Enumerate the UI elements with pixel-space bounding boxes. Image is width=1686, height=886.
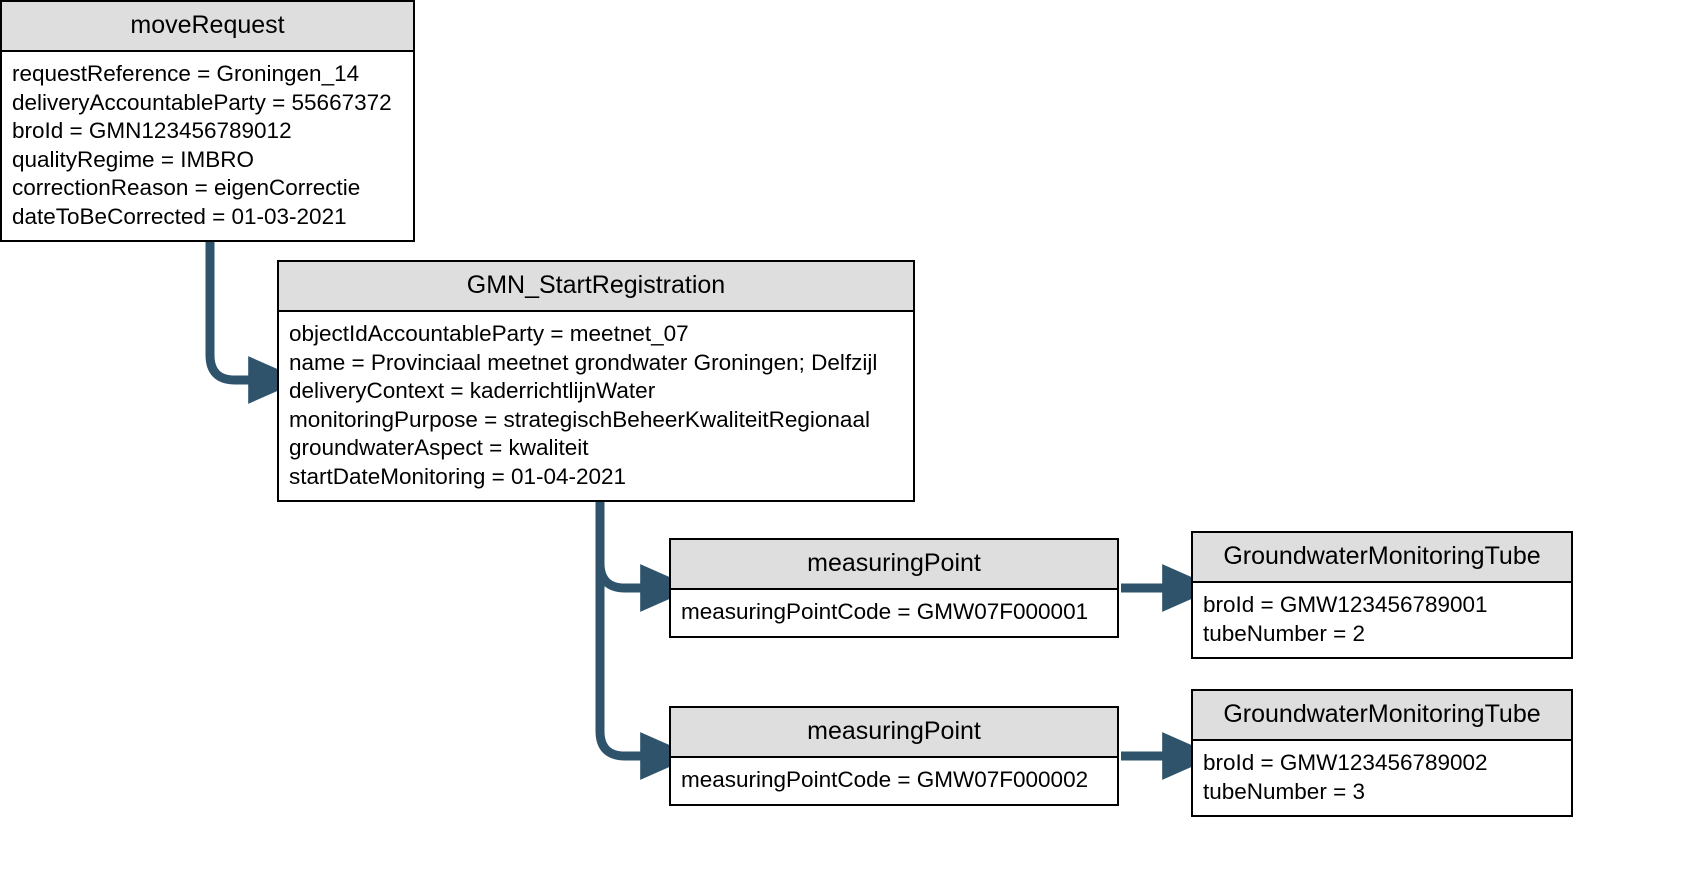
object-box-attributes-move-request: requestReference = Groningen_14 delivery… xyxy=(2,52,413,240)
attribute-row: monitoringPurpose = strategischBeheerKwa… xyxy=(289,406,870,432)
attribute-row: tubeNumber = 3 xyxy=(1203,778,1365,804)
attribute-row: broId = GMW123456789002 xyxy=(1203,750,1488,775)
arrow-move-request-to-start-registration xyxy=(205,222,303,404)
attribute-row: broId = GMN123456789012 xyxy=(12,118,292,143)
object-box-title-tube-2: GroundwaterMonitoringTube xyxy=(1193,691,1571,741)
attribute-row: dateToBeCorrected = 01-03-2021 xyxy=(12,203,347,229)
object-box-title-measuring-point-2: measuringPoint xyxy=(671,708,1117,758)
attribute-row: qualityRegime = IMBRO xyxy=(12,146,254,172)
object-box-attributes-tube-2: broId = GMW123456789002 tubeNumber = 3 xyxy=(1193,741,1571,815)
object-box-title-tube-1: GroundwaterMonitoringTube xyxy=(1193,533,1571,583)
object-box-move-request[interactable]: moveRequest requestReference = Groningen… xyxy=(0,0,415,242)
object-box-tube-1[interactable]: GroundwaterMonitoringTube broId = GMW123… xyxy=(1191,531,1573,659)
object-box-attributes-measuring-point-1: measuringPointCode = GMW07F000001 xyxy=(671,590,1117,636)
attribute-row: measuringPointCode = GMW07F000002 xyxy=(681,767,1089,792)
object-box-attributes-start-registration: objectIdAccountableParty = meetnet_07 na… xyxy=(279,312,913,500)
object-box-measuring-point-1[interactable]: measuringPoint measuringPointCode = GMW0… xyxy=(669,538,1119,638)
attribute-row: groundwaterAspect = kwaliteit xyxy=(289,435,589,460)
attribute-row: tubeNumber = 2 xyxy=(1203,620,1365,646)
object-box-title-start-registration: GMN_StartRegistration xyxy=(279,262,913,312)
object-box-title-move-request: moveRequest xyxy=(2,2,413,52)
attribute-row: objectIdAccountableParty = meetnet_07 xyxy=(289,321,689,346)
object-box-title-measuring-point-1: measuringPoint xyxy=(671,540,1117,590)
object-box-attributes-measuring-point-2: measuringPointCode = GMW07F000002 xyxy=(671,758,1117,804)
attribute-row: name = Provinciaal meetnet grondwater Gr… xyxy=(289,349,878,375)
object-box-attributes-tube-1: broId = GMW123456789001 tubeNumber = 2 xyxy=(1193,583,1571,657)
attribute-row: deliveryAccountableParty = 55667372 xyxy=(12,89,392,115)
attribute-row: requestReference = Groningen_14 xyxy=(12,61,360,86)
attribute-row: deliveryContext = kaderrichtlijnWater xyxy=(289,378,656,403)
attribute-row: correctionReason = eigenCorrectie xyxy=(12,175,361,200)
attribute-row: broId = GMW123456789001 xyxy=(1203,592,1488,617)
object-box-start-registration[interactable]: GMN_StartRegistration objectIdAccountabl… xyxy=(277,260,915,502)
arrow-start-registration-to-measuring-point-2 xyxy=(595,484,695,780)
attribute-row: startDateMonitoring = 01-04-2021 xyxy=(289,463,627,489)
attribute-row: measuringPointCode = GMW07F000001 xyxy=(681,599,1089,624)
object-box-tube-2[interactable]: GroundwaterMonitoringTube broId = GMW123… xyxy=(1191,689,1573,817)
object-box-measuring-point-2[interactable]: measuringPoint measuringPointCode = GMW0… xyxy=(669,706,1119,806)
